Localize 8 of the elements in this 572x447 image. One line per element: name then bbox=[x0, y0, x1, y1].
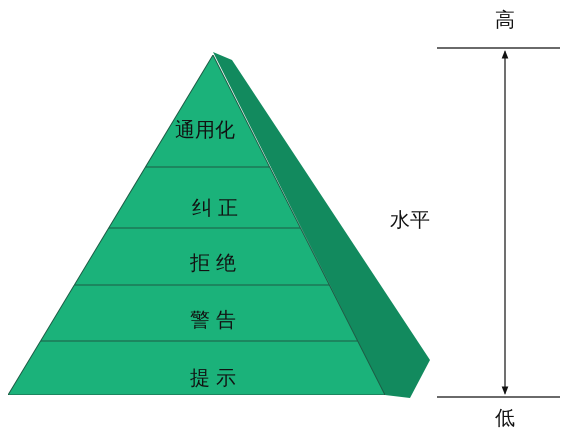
level-label: 提 示 bbox=[190, 364, 236, 392]
level-label: 纠 正 bbox=[192, 194, 238, 222]
scale-end-label: 高 bbox=[495, 6, 515, 34]
level-label: 警 告 bbox=[190, 306, 236, 334]
level-label: 通用化 bbox=[175, 116, 235, 144]
level-label: 拒 绝 bbox=[190, 250, 236, 276]
scale-title: 水平 bbox=[390, 206, 430, 234]
scale-end-label: 低 bbox=[495, 404, 515, 432]
